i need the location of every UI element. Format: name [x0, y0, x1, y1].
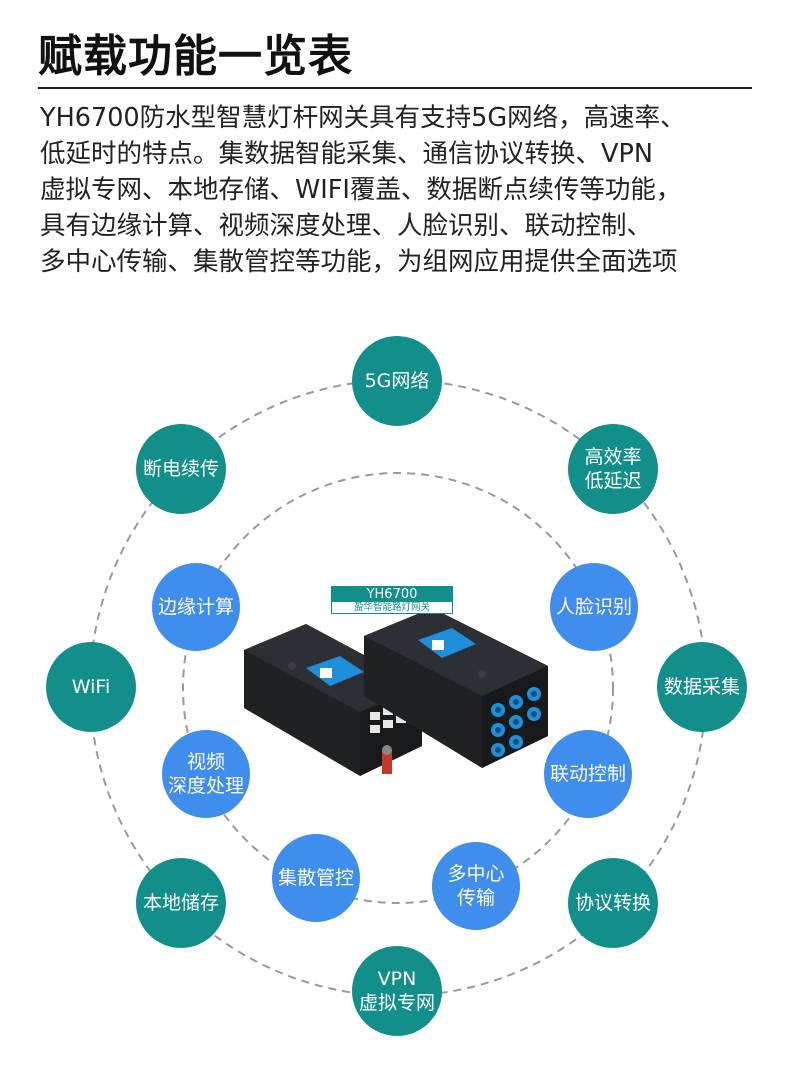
description-line: 多中心传输、集散管控等功能，为组网应用提供全面选项 [40, 247, 678, 277]
title-divider [38, 87, 752, 89]
feature-label: 5G网络 [364, 370, 430, 392]
feature-label: VPN [377, 968, 417, 990]
description-line: 低延时的特点。集数据智能采集、通信协议转换、VPN [40, 139, 653, 169]
feature-label: 断电续传 [142, 458, 219, 480]
device-model: YH6700 [332, 587, 452, 602]
device-name: 盈华智能路灯网关 [353, 602, 430, 613]
feature-label: 虚拟专网 [358, 992, 435, 1014]
description-line: 具有边缘计算、视频深度处理、人脸识别、联动控制、 [40, 211, 653, 241]
feature-distributed-control: 集散管控 [272, 834, 360, 922]
description-line: 虚拟专网、本地存储、WIFI覆盖、数据断点续传等功能， [40, 175, 682, 205]
page-title: 赋载功能一览表 [38, 31, 353, 82]
feature-label: 视频 [186, 751, 225, 773]
feature-local-storage: 本地储存 [136, 858, 226, 948]
feature-label: WiFi [71, 676, 111, 698]
feature-vpn: VPN 虚拟专网 [352, 946, 442, 1036]
feature-label: 多中心 [447, 863, 505, 885]
feature-label: 数据采集 [663, 676, 740, 698]
inner-orbit-ring [182, 472, 614, 904]
feature-label: 低延迟 [584, 470, 642, 492]
feature-label: 集散管控 [277, 867, 354, 889]
feature-wifi: WiFi [46, 642, 136, 732]
description-line: YH6700防水型智慧灯杆网关具有支持5G网络，高速率、 [40, 103, 686, 133]
feature-label: 传输 [456, 887, 495, 909]
feature-protocol-conversion: 协议转换 [568, 858, 658, 948]
feature-label: 协议转换 [574, 892, 651, 914]
feature-label: 高效率 [584, 446, 642, 468]
feature-edge-computing: 边缘计算 [152, 563, 240, 651]
feature-label: 边缘计算 [157, 596, 234, 618]
feature-label: 深度处理 [167, 775, 244, 797]
feature-power-resume: 断电续传 [136, 424, 226, 514]
feature-high-efficiency: 高效率 低延迟 [568, 424, 658, 514]
device-model-label: YH6700 盈华智能路灯网关 [331, 586, 453, 614]
feature-face-recognition: 人脸识别 [550, 563, 638, 651]
feature-multi-center-transfer: 多中心 传输 [432, 842, 520, 930]
feature-label: 本地储存 [142, 892, 219, 914]
gateway-device-image [244, 608, 548, 776]
feature-data-collection: 数据采集 [657, 642, 747, 732]
feature-label: 联动控制 [549, 763, 626, 785]
feature-5g-network: 5G网络 [352, 336, 442, 426]
feature-label: 人脸识别 [555, 596, 632, 618]
feature-video-processing: 视频 深度处理 [162, 730, 250, 818]
description-paragraph: YH6700防水型智慧灯杆网关具有支持5G网络，高速率、 低延时的特点。集数据智… [40, 100, 770, 280]
feature-linkage-control: 联动控制 [544, 730, 632, 818]
